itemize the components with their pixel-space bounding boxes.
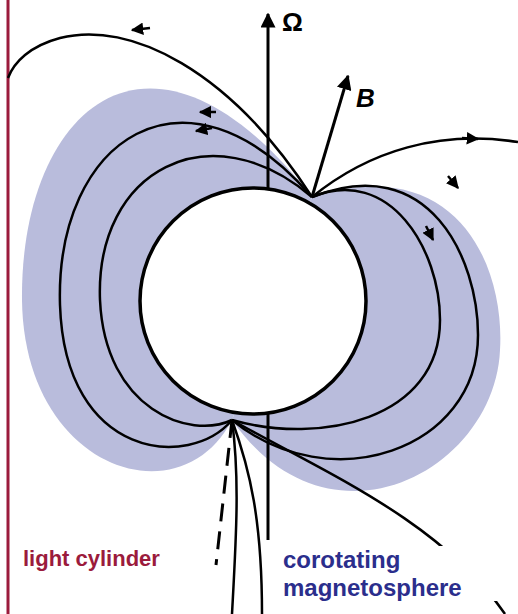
neutron-star	[140, 188, 366, 414]
corotating-label: corotating magnetosphere	[280, 546, 506, 601]
rotation-axis-lower	[267, 412, 270, 540]
field-lines	[8, 34, 518, 614]
magnetic-axis-lower	[216, 420, 232, 565]
light-cylinder-line	[7, 0, 10, 614]
rotation-label: Ω	[282, 8, 303, 38]
rotation-axis	[267, 14, 270, 190]
light-cylinder-label: light cylinder	[20, 546, 163, 571]
field-label: B	[356, 84, 375, 114]
magnetic-axis	[312, 76, 348, 197]
